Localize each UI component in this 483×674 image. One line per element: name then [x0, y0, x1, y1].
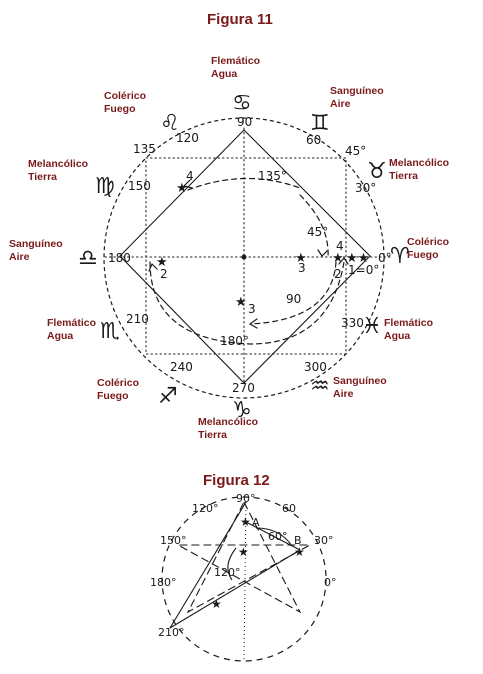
deg-180: 180 [108, 251, 131, 265]
star-2b-label: 2 [334, 267, 342, 281]
star-icon: ★ [240, 515, 251, 529]
f12-deg-60: 60 [282, 502, 296, 515]
libra-icon: ♎ [78, 246, 98, 271]
arrow-head-3 [249, 318, 258, 329]
arrow-head-2 [317, 249, 328, 257]
star-2-label: 2 [160, 267, 168, 281]
figure-12-title: Figura 12 [203, 472, 270, 489]
deg-90: 90 [237, 115, 252, 129]
arc-90 [249, 261, 337, 325]
arc-135-label: 135° [258, 169, 287, 183]
aquarius-icon: ♒ [310, 374, 330, 399]
figure12-circle [161, 496, 327, 662]
center-dot [241, 254, 247, 260]
arrow-head-4 [148, 263, 158, 272]
star-3-label: 3 [248, 302, 256, 316]
f12-deg-90: 90° [236, 492, 256, 505]
f12-deg-150: 150° [160, 534, 187, 547]
zodiac-circle [103, 117, 385, 399]
deg-60: 60 [306, 133, 321, 147]
star-icon: ★ [211, 597, 222, 611]
deg-270: 270 [232, 381, 255, 395]
star-3b-label: 3 [298, 261, 306, 275]
deg-30: 30° [355, 181, 376, 195]
sagittarius-icon: ♐ [158, 384, 178, 409]
star-4b-label: 4 [336, 239, 344, 253]
f12-deg-210: 210° [158, 626, 185, 639]
star-icon: ★★ [346, 251, 369, 266]
scorpio-icon: ♏ [100, 319, 120, 344]
point-a-label: A [252, 516, 260, 529]
arc-135 [187, 177, 301, 191]
arc-45-label: 45° [307, 225, 328, 239]
equinox-label: 1=0° [348, 263, 379, 277]
gemini-icon: ♊ [310, 111, 330, 136]
leo-icon: ♌ [160, 111, 180, 136]
star-icon: ★ [332, 251, 344, 266]
deg-210: 210 [126, 312, 149, 326]
arc-60-arrow [255, 527, 293, 547]
virgo-icon: ♍ [95, 174, 115, 199]
pisces-icon: ♓ [362, 314, 382, 339]
taurus-icon: ♉ [367, 159, 387, 184]
deg-150: 150 [128, 179, 151, 193]
f12-deg-30: 30° [314, 534, 334, 547]
arrow-head-1 [183, 179, 193, 189]
aries-icon: ♈ [390, 244, 410, 269]
deg-330: 330 [341, 316, 364, 330]
star-icon: ★ [176, 181, 188, 196]
line-b-210 [169, 549, 301, 629]
arrow-head-5 [338, 257, 349, 265]
star-polygon [177, 500, 311, 614]
f12-arc-120-label: 120° [214, 566, 241, 579]
arc-180-label: 180° [220, 334, 249, 348]
deg-240: 240 [170, 360, 193, 374]
arc-180-outer [149, 261, 345, 345]
diamond [119, 129, 371, 384]
deg-120: 120 [176, 131, 199, 145]
deg-45: 45° [345, 144, 366, 158]
star-icon: ★ [295, 251, 307, 266]
deg-135: 135 [133, 142, 156, 156]
dotted-square [145, 157, 347, 355]
f12-deg-120: 120° [192, 502, 219, 515]
star-icon: ★ [156, 255, 168, 270]
arc-120-arrow [227, 547, 237, 581]
f12-deg-180: 180° [150, 576, 177, 589]
deg-0: 0° [378, 251, 392, 265]
capricorn-icon: ♑ [232, 398, 252, 423]
arc-90-label: 90 [286, 292, 301, 306]
point-b-label: B [294, 534, 302, 547]
star-icon: ★ [294, 545, 305, 559]
star-4-label: 4 [186, 169, 194, 183]
star-icon: ★ [238, 545, 249, 559]
star-icon: ★ [235, 295, 247, 310]
f12-arc-60-label: 60° [268, 530, 288, 543]
figure-11-title: Figura 11 [207, 11, 273, 28]
arc-45 [299, 194, 329, 259]
line-top-210 [169, 501, 247, 629]
f12-deg-0: 0° [324, 576, 337, 589]
cancer-icon: ♋ [232, 91, 252, 116]
deg-300: 300 [304, 360, 327, 374]
